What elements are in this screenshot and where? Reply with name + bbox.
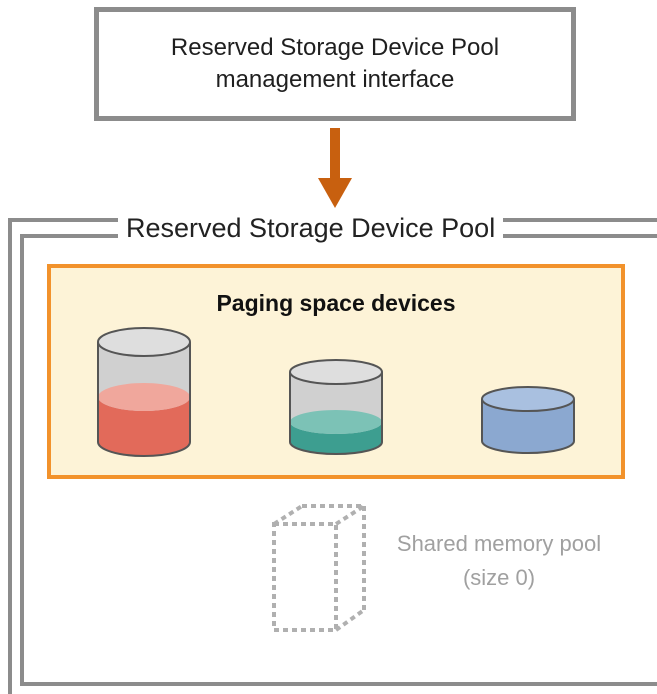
storage-cylinder-red-icon [97,327,191,457]
shared-memory-pool-line2: (size 0) [462,565,536,590]
shared-memory-pool-icon [272,504,366,632]
down-arrow-icon [318,128,352,208]
paging-space-title: Paging space devices [216,290,456,316]
pool-title: Reserved Storage Device Pool [118,210,504,246]
shared-memory-pool-label: Shared memory pool (size 0) [370,527,628,595]
storage-cylinder-teal-icon [289,359,383,455]
management-interface-line1: Reserved Storage Device Pool [170,34,500,61]
shared-memory-pool-line1: Shared memory pool [396,531,602,556]
management-interface-box: Reserved Storage Device Pool management … [94,7,576,121]
management-interface-line2: management interface [215,66,455,93]
storage-cylinder-blue-icon [481,386,575,454]
